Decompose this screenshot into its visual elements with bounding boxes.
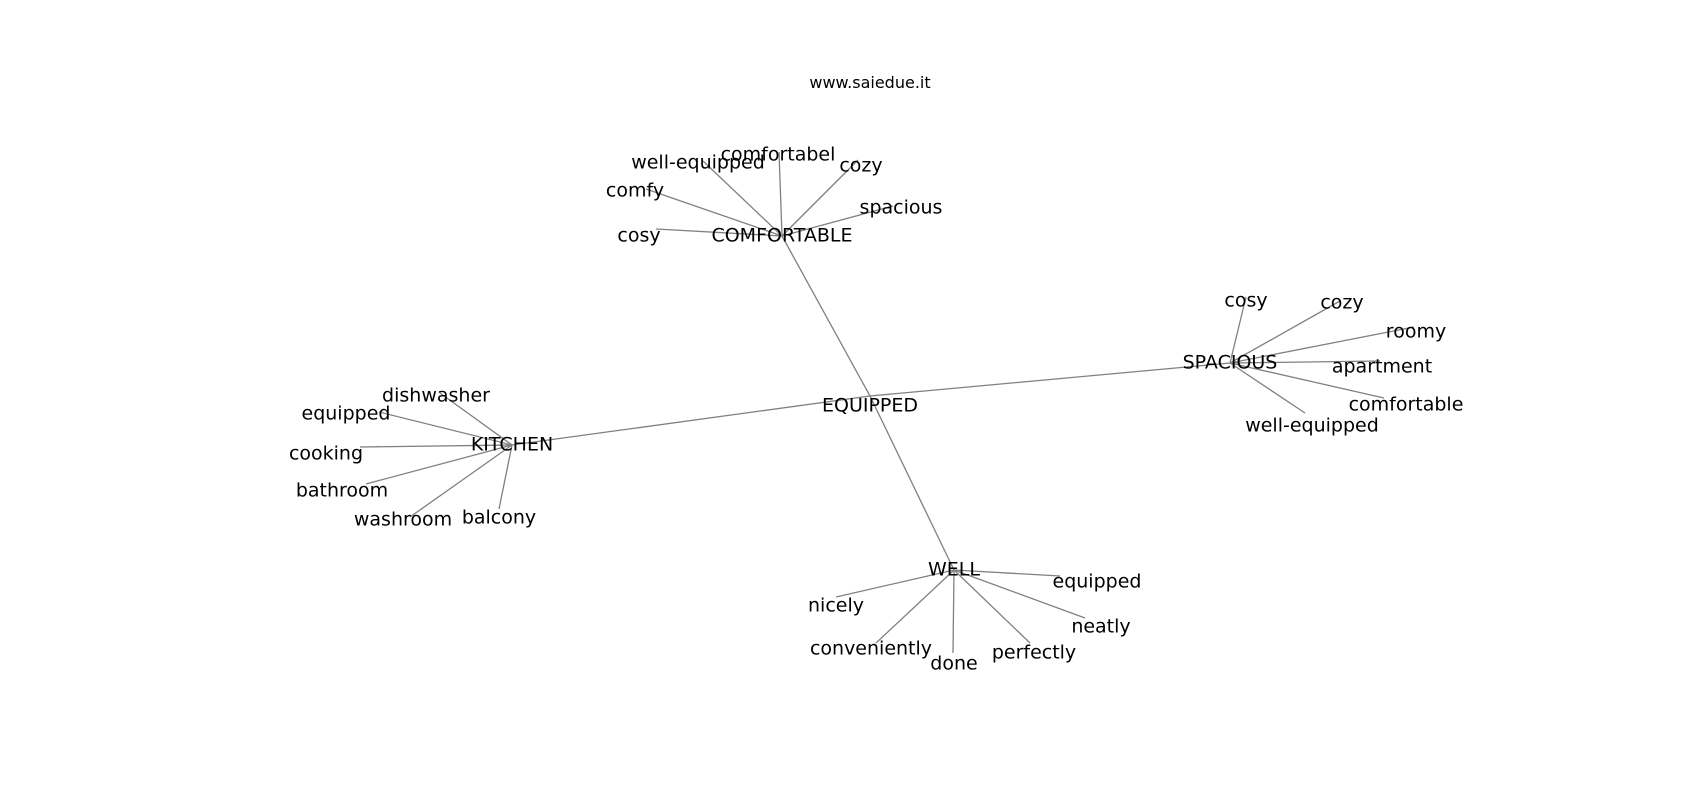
leaf-node-label-nicely: nicely bbox=[808, 595, 864, 617]
edge-comfortable-to-comfortabel bbox=[778, 151, 783, 237]
leaf-node-label-cozy: cozy bbox=[1320, 292, 1363, 314]
edge-comfortable-to-spacious bbox=[781, 205, 894, 237]
edge-well-to-neatly bbox=[953, 569, 1086, 619]
edge-spacious-to-cosy bbox=[1229, 296, 1247, 364]
edge-spacious-to-apartment bbox=[1229, 360, 1381, 364]
leaf-node-label-comfortable: comfortable bbox=[1349, 394, 1464, 416]
leaf-node-label-cosy: cosy bbox=[617, 225, 660, 247]
edge-comfortable-to-cosy bbox=[655, 228, 783, 237]
edge-spacious-to-cozy bbox=[1229, 300, 1341, 364]
edge-kitchen-to-balcony bbox=[498, 444, 513, 510]
leaf-node-label-roomy: roomy bbox=[1386, 321, 1446, 343]
edge-root-to-kitchen bbox=[511, 395, 871, 446]
leaf-node-label-well-equipped: well-equipped bbox=[631, 152, 765, 174]
leaf-node-label-equipped: equipped bbox=[302, 403, 391, 425]
edge-well-to-conveniently bbox=[875, 569, 955, 644]
leaf-node-label-balcony: balcony bbox=[462, 507, 536, 529]
hub-node-label-spacious: SPACIOUS bbox=[1183, 352, 1278, 374]
edge-spacious-to-roomy bbox=[1229, 326, 1415, 364]
edge-kitchen-to-bathroom bbox=[365, 444, 513, 485]
leaf-node-label-cosy: cosy bbox=[1224, 290, 1267, 312]
edge-well-to-done bbox=[952, 569, 955, 654]
root-node-label: EQUIPPED bbox=[822, 395, 918, 417]
hub-node-label-comfortable: COMFORTABLE bbox=[711, 225, 852, 247]
leaf-node-label-well-equipped: well-equipped bbox=[1245, 415, 1379, 437]
leaf-node-label-perfectly: perfectly bbox=[992, 642, 1076, 664]
leaf-node-label-dishwasher: dishwasher bbox=[382, 385, 490, 407]
leaf-node-label-equipped: equipped bbox=[1053, 571, 1142, 593]
label-layer: EQUIPPEDCOMFORTABLEwell-equippedcomforta… bbox=[289, 144, 1463, 675]
edge-well-to-equipped bbox=[953, 569, 1061, 577]
leaf-node-label-cooking: cooking bbox=[289, 443, 363, 465]
edge-kitchen-to-dishwasher bbox=[439, 392, 513, 446]
edge-comfortable-to-well-equipped bbox=[702, 160, 783, 237]
leaf-node-label-apartment: apartment bbox=[1332, 356, 1432, 378]
hub-node-label-kitchen: KITCHEN bbox=[471, 434, 553, 456]
edge-kitchen-to-equipped bbox=[378, 411, 513, 446]
edge-well-to-nicely bbox=[835, 569, 955, 598]
edge-comfortable-to-comfy bbox=[645, 188, 783, 237]
edge-kitchen-to-washroom bbox=[409, 444, 513, 518]
edge-kitchen-to-cooking bbox=[359, 444, 513, 448]
leaf-node-label-conveniently: conveniently bbox=[810, 638, 932, 660]
leaf-node-label-cozy: cozy bbox=[839, 155, 882, 177]
hub-node-label-well: WELL bbox=[928, 559, 980, 581]
edge-root-to-spacious bbox=[869, 362, 1231, 397]
leaf-node-label-neatly: neatly bbox=[1071, 616, 1130, 638]
edge-layer bbox=[359, 151, 1415, 654]
leaf-node-label-comfortabel: comfortabel bbox=[721, 144, 836, 166]
edge-root-to-well bbox=[869, 395, 955, 571]
edge-root-to-comfortable bbox=[781, 235, 871, 397]
edge-well-to-perfectly bbox=[953, 569, 1031, 644]
edge-comfortable-to-cozy bbox=[781, 159, 859, 237]
leaf-node-label-bathroom: bathroom bbox=[296, 480, 388, 502]
site-title: www.saiedue.it bbox=[809, 73, 930, 92]
edge-spacious-to-comfortable bbox=[1229, 362, 1385, 399]
leaf-node-label-washroom: washroom bbox=[354, 509, 452, 531]
leaf-node-label-spacious: spacious bbox=[860, 197, 943, 219]
edge-spacious-to-well-equipped bbox=[1229, 362, 1306, 414]
leaf-node-label-comfy: comfy bbox=[606, 180, 664, 202]
leaf-node-label-done: done bbox=[930, 653, 977, 675]
